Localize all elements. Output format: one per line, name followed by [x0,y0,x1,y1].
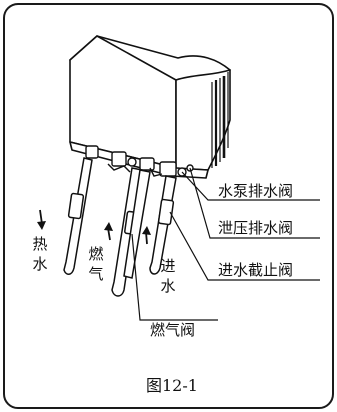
pipes [63,157,177,297]
heater-front-face [175,69,231,171]
water-heater-unit [69,35,231,179]
leader-gas-valve [131,233,218,321]
label-water-inlet: 进水 [160,257,176,295]
label-hot-water: 热水 [32,235,48,273]
leader-lines [131,167,320,321]
leader-pressure-relief [189,167,320,239]
callout-pump-drain-valve: 水泵排水阀 [218,182,294,200]
leader-pump-drain [181,171,320,201]
leader-inlet-shutoff [169,211,320,281]
callout-inlet-shutoff-valve: 进水截止阀 [218,261,294,279]
callout-gas-valve: 燃气阀 [150,321,196,339]
flow-arrows [37,209,151,245]
callout-pressure-relief-drain-valve: 泄压排水阀 [218,219,294,237]
bottom-fittings [85,145,194,177]
figure-frame [3,3,334,409]
label-gas: 燃气 [88,245,104,283]
figure-caption: 图12-1 [146,376,198,395]
